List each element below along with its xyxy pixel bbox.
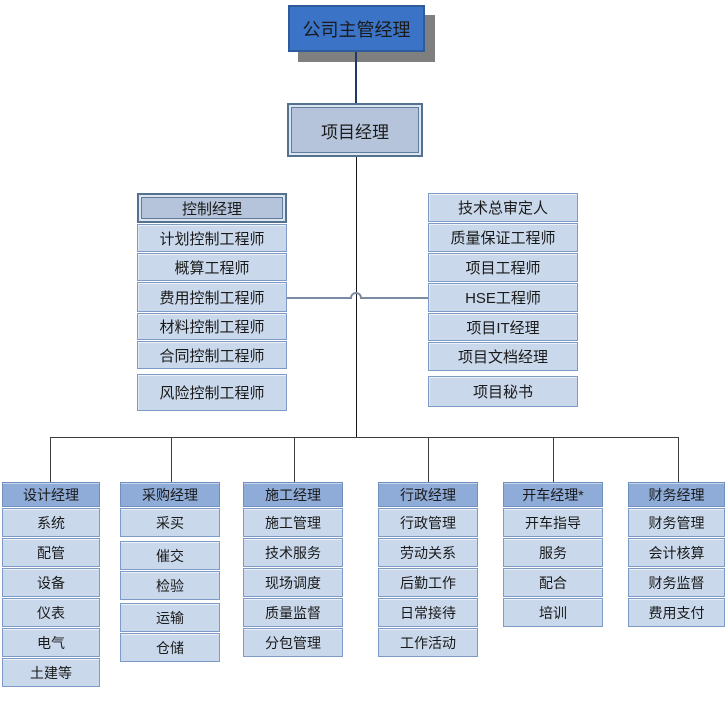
column-item: 配管 xyxy=(2,538,100,567)
column-header-finance: 财务经理 xyxy=(628,482,725,507)
org-item-right: 项目文档经理 xyxy=(428,342,578,371)
connector-drop-startup xyxy=(552,437,555,482)
column-item: 运输 xyxy=(120,603,220,632)
column-item: 培训 xyxy=(503,598,603,627)
org-node-project-manager: 项目经理 xyxy=(287,103,423,157)
column-item: 土建等 xyxy=(2,658,100,687)
column-item: 技术服务 xyxy=(243,538,343,567)
connector-drop-procurement xyxy=(170,437,173,482)
connector-root-to-pm xyxy=(355,52,357,103)
connector-mid-right xyxy=(361,296,428,299)
connector-drop-admin xyxy=(427,437,430,482)
org-node-control-manager: 控制经理 xyxy=(137,193,287,223)
connector-bottom-bus xyxy=(49,436,679,439)
column-item: 行政管理 xyxy=(378,508,478,537)
column-item: 检验 xyxy=(120,571,220,600)
org-item-left: 计划控制工程师 xyxy=(137,224,287,252)
column-header-startup: 开车经理* xyxy=(503,482,603,507)
column-item: 质量监督 xyxy=(243,598,343,627)
column-item: 现场调度 xyxy=(243,568,343,597)
org-item-right: 项目IT经理 xyxy=(428,313,578,341)
org-item-left: 概算工程师 xyxy=(137,253,287,281)
org-item-left: 费用控制工程师 xyxy=(137,282,287,312)
org-item-left: 风险控制工程师 xyxy=(137,374,287,411)
column-item: 劳动关系 xyxy=(378,538,478,567)
column-item: 施工管理 xyxy=(243,508,343,537)
org-node-root: 公司主管经理 xyxy=(288,5,425,52)
connector-line-hop xyxy=(350,291,362,299)
column-item: 系统 xyxy=(2,508,100,537)
column-header-admin: 行政经理 xyxy=(378,482,478,507)
column-header-procurement: 采购经理 xyxy=(120,482,220,507)
org-item-right: 项目工程师 xyxy=(428,253,578,282)
column-item: 费用支付 xyxy=(628,598,725,627)
column-item: 开车指导 xyxy=(503,508,603,537)
column-item: 日常接待 xyxy=(378,598,478,627)
column-item: 仓储 xyxy=(120,633,220,662)
column-item: 财务监督 xyxy=(628,568,725,597)
connector-drop-design xyxy=(49,437,52,482)
column-item: 分包管理 xyxy=(243,628,343,657)
org-item-right: 技术总审定人 xyxy=(428,193,578,222)
column-item: 仪表 xyxy=(2,598,100,627)
org-item-right: HSE工程师 xyxy=(428,283,578,312)
org-item-left: 材料控制工程师 xyxy=(137,313,287,340)
column-item: 电气 xyxy=(2,628,100,657)
connector-mid-left xyxy=(287,296,352,299)
org-item-right: 项目秘书 xyxy=(428,376,578,407)
org-item-left: 合同控制工程师 xyxy=(137,341,287,369)
column-item: 后勤工作 xyxy=(378,568,478,597)
org-item-right: 质量保证工程师 xyxy=(428,223,578,252)
column-item: 会计核算 xyxy=(628,538,725,567)
connector-drop-finance xyxy=(677,437,680,482)
column-item: 工作活动 xyxy=(378,628,478,657)
column-item: 设备 xyxy=(2,568,100,597)
column-header-design: 设计经理 xyxy=(2,482,100,507)
column-item: 采买 xyxy=(120,508,220,537)
column-item: 服务 xyxy=(503,538,603,567)
column-item: 催交 xyxy=(120,541,220,570)
column-item: 财务管理 xyxy=(628,508,725,537)
connector-drop-construction xyxy=(293,437,296,482)
column-header-construction: 施工经理 xyxy=(243,482,343,507)
column-item: 配合 xyxy=(503,568,603,597)
